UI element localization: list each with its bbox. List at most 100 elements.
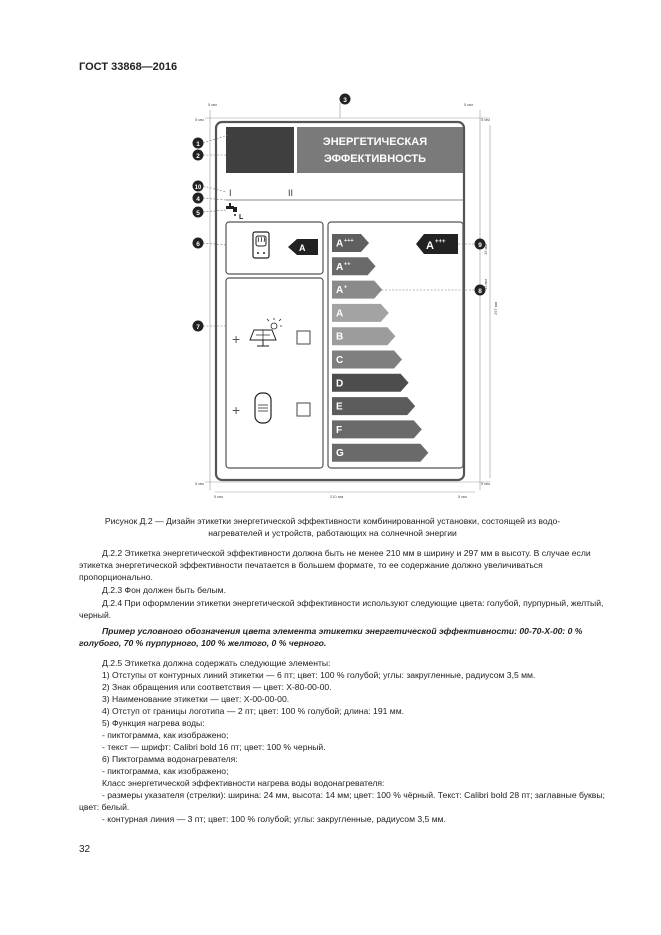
scale-bar-shape bbox=[332, 303, 389, 322]
dim-height: 297 мм bbox=[493, 301, 498, 315]
scale-bar-9: F bbox=[332, 420, 422, 439]
paragraph-d24: Д.2.4 При оформлении этикетки энергетиче… bbox=[79, 598, 604, 620]
callout-9: 9 bbox=[474, 238, 486, 250]
scale-bar-sup: +++ bbox=[344, 238, 354, 244]
dim-5mm-left: 5 мм bbox=[195, 117, 204, 122]
dim-5mm-right: 5 мм bbox=[481, 117, 490, 122]
scale-bar-shape bbox=[332, 397, 416, 416]
callout-10: 10 bbox=[192, 180, 204, 192]
components-box bbox=[225, 277, 324, 469]
water-heater-icon bbox=[252, 231, 270, 259]
callout-5: 5 bbox=[192, 206, 204, 218]
callout-2: 2 bbox=[192, 149, 204, 161]
storage-tank-icon bbox=[254, 392, 272, 424]
scale-bar-2: A++ bbox=[332, 257, 376, 276]
element-6: 6) Пиктограмма водонагревателя: bbox=[102, 754, 238, 764]
heater-class-arrow bbox=[288, 239, 318, 255]
big-class-arrow bbox=[416, 234, 458, 254]
paragraph-d23: Д.2.3 Фон должен быть белым. bbox=[102, 585, 226, 595]
solar-panel-icon bbox=[249, 318, 282, 347]
color-example: Пример условного обозначения цвета элеме… bbox=[79, 626, 583, 648]
arrow-dimensions: - размеры указателя (стрелки): ширина: 2… bbox=[79, 790, 605, 812]
element-5-text: - текст — шрифт: Calibri bold 16 пт; цве… bbox=[102, 742, 326, 752]
scale-bar-shape bbox=[332, 280, 383, 299]
roman-one: I bbox=[229, 188, 232, 198]
dim-15mm: 15 мм bbox=[483, 279, 488, 290]
class-heading: Класс энергетической эффективности нагре… bbox=[102, 778, 385, 788]
element-3: 3) Наименование этикетки — цвет: Х-00-00… bbox=[102, 694, 290, 704]
dim-5mm-bottom-b: 5 мм bbox=[458, 494, 467, 499]
svg-text:4: 4 bbox=[196, 196, 200, 203]
elements-intro: Д.2.5 Этикетка должна содержать следующи… bbox=[102, 658, 331, 668]
svg-text:5: 5 bbox=[196, 210, 200, 217]
contour-line: - контурная линия — 3 пт; цвет: 100 % го… bbox=[102, 814, 446, 824]
scale-bar-letter: D bbox=[336, 378, 343, 389]
scale-bar-10: G bbox=[332, 443, 429, 462]
scale-bar-sup: + bbox=[344, 285, 347, 291]
caption-line-2: нагревателей и устройств, работающих на … bbox=[208, 528, 457, 538]
scale-bar-shape bbox=[332, 257, 376, 276]
paragraph-d22: Д.2.2 Этикетка энергетической эффективно… bbox=[79, 548, 591, 582]
standard-header: ГОСТ 33868—2016 bbox=[79, 61, 178, 73]
page-number: 32 bbox=[79, 844, 91, 855]
plus-sign-storage: + bbox=[232, 402, 240, 418]
element-6-pictogram: - пиктограмма, как изображено; bbox=[102, 766, 229, 776]
element-2: 2) Знак обращения или соответствия — цве… bbox=[102, 682, 332, 692]
svg-text:10: 10 bbox=[195, 185, 202, 191]
element-4: 4) Отступ от границы логотипа — 2 пт; цв… bbox=[102, 706, 404, 716]
title-line-2: ЭФФЕКТИВНОСТЬ bbox=[324, 153, 426, 165]
dim-5mm-top-right: 5 мм bbox=[464, 102, 473, 107]
storage-checkbox bbox=[296, 402, 311, 417]
scale-bar-letter: A bbox=[336, 262, 343, 273]
scale-bar-7: D bbox=[332, 373, 409, 392]
plus-sign-solar: + bbox=[232, 331, 240, 347]
svg-text:1: 1 bbox=[196, 141, 200, 148]
tap-load-letter: L bbox=[239, 214, 244, 221]
scale-bar-shape bbox=[332, 443, 429, 462]
scale-bar-4: A bbox=[332, 303, 389, 322]
scale-bar-shape bbox=[332, 327, 396, 346]
logo-block bbox=[226, 127, 294, 173]
heater-box bbox=[225, 221, 324, 275]
scale-bar-letter: F bbox=[336, 425, 342, 436]
scale-bar-3: A+ bbox=[332, 280, 383, 299]
dim-5mm-top-left: 5 мм bbox=[208, 102, 217, 107]
element-5-pictogram: - пиктограмма, как изображено; bbox=[102, 730, 229, 740]
callout-7: 7 bbox=[192, 320, 204, 332]
callout-4: 4 bbox=[192, 192, 204, 204]
callout-1: 1 bbox=[192, 137, 204, 149]
scale-bar-5: B bbox=[332, 327, 396, 346]
scale-bar-shape bbox=[332, 420, 422, 439]
scale-bar-8: E bbox=[332, 397, 416, 416]
scale-bar-letter: A bbox=[336, 239, 343, 250]
big-class-letter: A bbox=[426, 240, 434, 252]
scale-bar-letter: A bbox=[336, 285, 343, 296]
svg-text:3: 3 bbox=[343, 97, 347, 104]
caption-line-1: Рисунок Д.2 — Дизайн этикетки энергетиче… bbox=[104, 516, 561, 526]
svg-text:8: 8 bbox=[478, 288, 482, 295]
callouts: 1 2 3 4 5 6 7 8 9 10 bbox=[192, 93, 486, 332]
element-1: 1) Отступы от контурных линий этикетки —… bbox=[102, 670, 536, 680]
dim-5mm-bottom-right: 5 мм bbox=[481, 481, 490, 486]
big-class-sup: +++ bbox=[435, 239, 446, 245]
dim-width: 210 мм bbox=[330, 494, 344, 499]
scale-bar-shape bbox=[332, 373, 409, 392]
callout-3: 3 bbox=[339, 93, 351, 105]
callout-6: 6 bbox=[192, 237, 204, 249]
scale-bar-letter: B bbox=[336, 332, 343, 343]
scale-bar-letter: A bbox=[336, 308, 343, 319]
svg-text:9: 9 bbox=[478, 242, 482, 249]
dim-19mm: 19 мм bbox=[483, 244, 488, 255]
scale-bar-letter: E bbox=[336, 402, 343, 413]
scale-bar-shape bbox=[332, 350, 402, 369]
title-block bbox=[297, 127, 463, 173]
title-line-1: ЭНЕРГЕТИЧЕСКАЯ bbox=[323, 136, 427, 148]
roman-two: II bbox=[288, 188, 293, 198]
leader-lines bbox=[202, 134, 474, 327]
scale-bar-shape bbox=[332, 234, 369, 252]
dim-5mm-bottom-a: 5 мм bbox=[214, 494, 223, 499]
scale-bar-sup: ++ bbox=[344, 261, 350, 267]
scale-bar-letter: G bbox=[336, 448, 344, 459]
svg-text:6: 6 bbox=[196, 241, 200, 248]
